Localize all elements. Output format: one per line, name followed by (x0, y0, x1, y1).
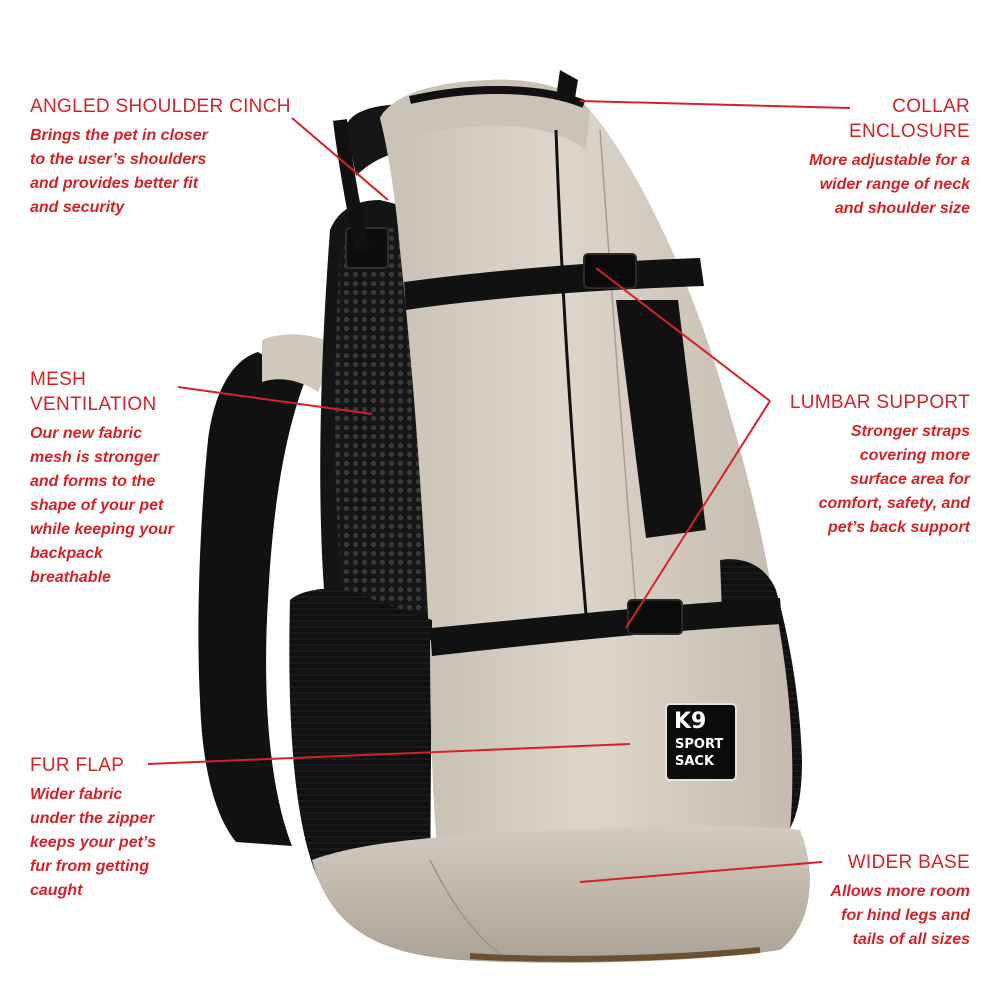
callout-description: More adjustable for a wider range of nec… (809, 152, 970, 217)
leader-line-mesh (177, 386, 373, 415)
callout-title: FUR FLAP (30, 755, 125, 776)
leader-line-shoulder-cinch (291, 117, 389, 201)
leader-line-wider-base (579, 861, 823, 883)
leader-line-fur-flap (147, 743, 631, 765)
callout-description: Our new fabric mesh is stronger and form… (30, 425, 175, 586)
callout-collar-enclosure: COLLAR ENCLOSURE More adjustable for a w… (710, 94, 970, 221)
leader-line-collar (579, 100, 851, 109)
callout-lumbar-support: LUMBAR SUPPORT Stronger straps covering … (750, 390, 970, 540)
callout-wider-base: WIDER BASE Allows more room for hind leg… (770, 850, 970, 952)
callout-description: Stronger straps covering more surface ar… (818, 423, 970, 536)
leader-line-lumbar-upper (595, 267, 771, 402)
logo-line-3: SACK (675, 754, 715, 769)
callout-title: ANGLED SHOULDER CINCH (30, 96, 291, 117)
callout-shoulder-cinch: ANGLED SHOULDER CINCH Brings the pet in … (30, 94, 330, 220)
callout-title: MESH VENTILATION (30, 369, 157, 415)
leader-line-lumbar-lower (625, 400, 771, 629)
callout-description: Brings the pet in closer to the user’s s… (30, 127, 208, 216)
shoulder-strap (198, 352, 306, 846)
callout-title: LUMBAR SUPPORT (789, 392, 970, 413)
callout-title: COLLAR ENCLOSURE (849, 96, 970, 142)
callout-description: Allows more room for hind legs and tails… (830, 883, 970, 948)
logo-line-2: SPORT (675, 737, 723, 752)
leader-lines (147, 100, 851, 883)
mesh-panel (335, 225, 426, 612)
bag-base (312, 826, 810, 963)
callout-description: Wider fabric under the zipper keeps your… (30, 786, 156, 899)
callout-title: WIDER BASE (847, 852, 970, 873)
callout-fur-flap: FUR FLAP Wider fabric under the zipper k… (30, 753, 230, 903)
brand-logo: K9 SPORT SACK (665, 703, 737, 781)
lumbar-strap-lower (430, 598, 782, 656)
callout-mesh-ventilation: MESH VENTILATION Our new fabric mesh is … (30, 367, 230, 590)
logo-line-1: K9 (674, 709, 706, 734)
